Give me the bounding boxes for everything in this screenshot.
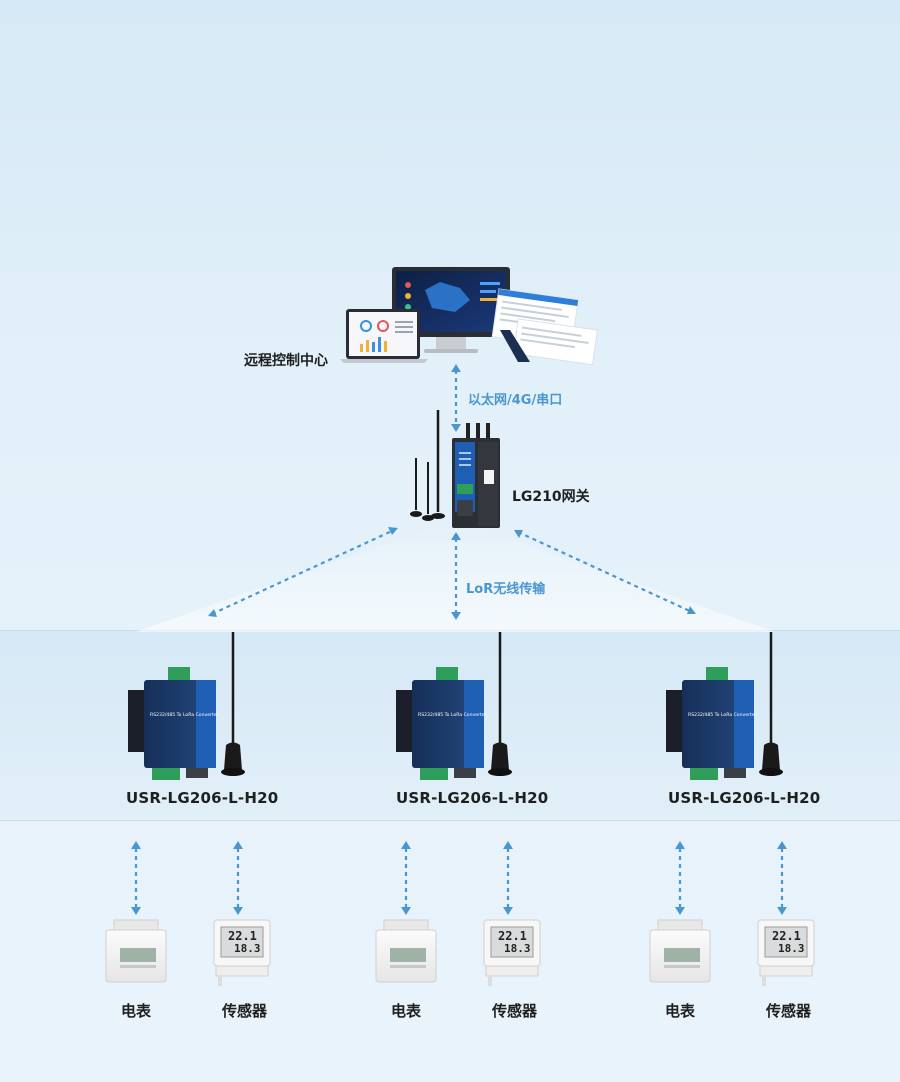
sensor-3-reading-1: 22.1 <box>772 929 801 943</box>
arrow-heads <box>208 364 696 620</box>
sensor-3 <box>757 919 815 986</box>
uplink-label: 以太网/4G/串口 <box>468 393 563 408</box>
band-divider-bottom <box>0 820 900 821</box>
sensor-3-reading-2: 18.3 <box>778 942 805 955</box>
sensor-1-reading-1: 22.1 <box>228 929 257 943</box>
node-3-device-text: RS232/485 To LoRa Converter <box>688 712 757 718</box>
meter-3 <box>649 919 711 983</box>
sensor-2-label: 传感器 <box>492 1002 538 1020</box>
sensor-2-reading-2: 18.3 <box>504 942 531 955</box>
coverage-fan <box>135 520 775 632</box>
node-1-model-label: USR-LG206-L-H20 <box>126 789 279 807</box>
meter-3-label: 电表 <box>665 1002 696 1020</box>
sensor-2-reading-1: 22.1 <box>498 929 527 943</box>
lora-node-3 <box>666 632 783 780</box>
control-center-label: 远程控制中心 <box>244 353 328 369</box>
lora-node-1 <box>128 632 245 780</box>
meter-1-label: 电表 <box>121 1002 152 1020</box>
meter-1 <box>105 919 167 983</box>
gateway-device <box>410 410 500 528</box>
meter-2 <box>375 919 437 983</box>
field-arrow-lines <box>134 848 784 908</box>
field-arrow-heads <box>131 841 787 915</box>
node-3-model-label: USR-LG206-L-H20 <box>668 789 821 807</box>
node-1-device-text: RS232/485 To LoRa Converter <box>150 712 219 718</box>
sensor-2 <box>483 919 541 986</box>
sensor-3-label: 传感器 <box>766 1002 812 1020</box>
node-2-device-text: RS232/485 To LoRa Converter <box>418 712 487 718</box>
gateway-label: LG210网关 <box>512 489 590 505</box>
sensor-1-reading-2: 18.3 <box>234 942 261 955</box>
sensor-1 <box>213 919 271 986</box>
lora-node-2 <box>396 632 512 780</box>
control-center-computers <box>340 267 599 366</box>
node-2-model-label: USR-LG206-L-H20 <box>396 789 549 807</box>
arrow-lines <box>211 370 693 615</box>
wireless-label: LoR无线传输 <box>466 582 546 597</box>
meter-2-label: 电表 <box>391 1002 422 1020</box>
sensor-1-label: 传感器 <box>222 1002 268 1020</box>
